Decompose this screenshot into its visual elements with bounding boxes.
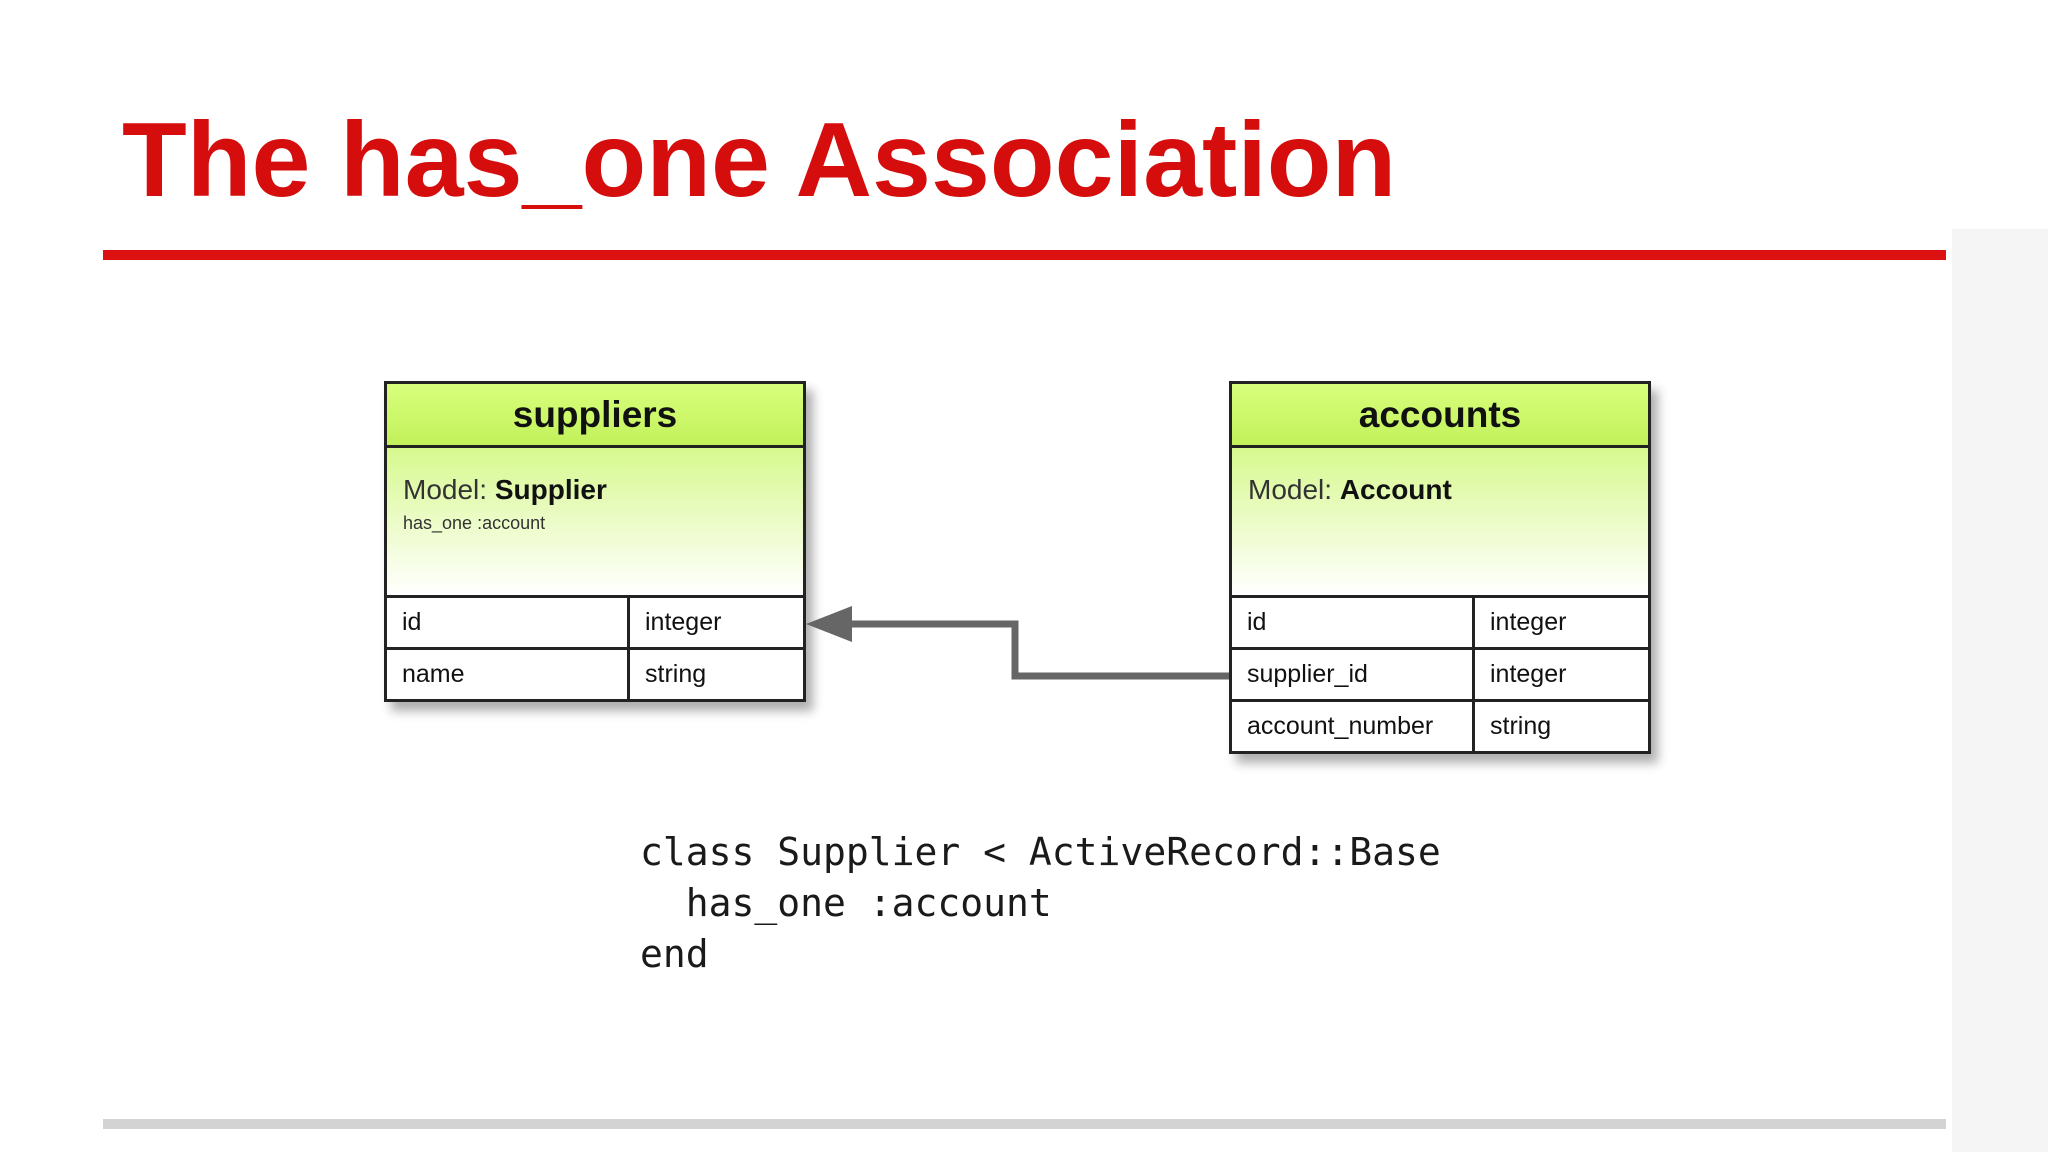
- accounts-model-section: Model: Account: [1232, 448, 1648, 598]
- suppliers-table: suppliers Model: Supplier has_one :accou…: [384, 381, 806, 702]
- column-type: string: [645, 660, 707, 688]
- association-note: has_one :account: [403, 513, 546, 533]
- model-name: Account: [1339, 474, 1452, 505]
- column-name: account_number: [1232, 702, 1475, 751]
- suppliers-model-section: Model: Supplier has_one :account: [387, 448, 803, 598]
- column-type: integer: [1490, 608, 1567, 636]
- column-type: integer: [645, 608, 722, 636]
- model-name: Supplier: [494, 474, 607, 505]
- column-row: supplier_id integer: [1232, 650, 1648, 702]
- code-line: class Supplier < ActiveRecord::Base: [640, 830, 1441, 874]
- column-row: name string: [387, 650, 803, 699]
- suppliers-model-line: Model: Supplier: [403, 473, 803, 507]
- accounts-model-line: Model: Account: [1248, 473, 1648, 507]
- model-label: Model:: [403, 474, 495, 505]
- connector-arrowhead: [806, 606, 852, 642]
- accounts-table-header: accounts: [1232, 384, 1648, 448]
- model-label: Model:: [1248, 474, 1340, 505]
- code-block: class Supplier < ActiveRecord::Base has_…: [640, 827, 1441, 980]
- code-line: has_one :account: [640, 881, 1052, 925]
- column-name: supplier_id: [1232, 650, 1475, 699]
- column-name: id: [1232, 598, 1475, 647]
- background-panel: [1952, 229, 2048, 1152]
- title-rule: [103, 250, 1946, 260]
- column-type: string: [1490, 712, 1552, 740]
- suppliers-table-header: suppliers: [387, 384, 803, 448]
- column-name: name: [387, 650, 630, 699]
- slide-title: The has_one Association: [122, 101, 1397, 219]
- bottom-rule: [103, 1119, 1946, 1129]
- column-name: id: [387, 598, 630, 647]
- connector-line: [846, 620, 1229, 680]
- column-row: account_number string: [1232, 702, 1648, 751]
- column-row: id integer: [1232, 598, 1648, 650]
- column-type: integer: [1490, 660, 1567, 688]
- code-line: end: [640, 932, 709, 976]
- accounts-table: accounts Model: Account id integer suppl…: [1229, 381, 1651, 754]
- column-row: id integer: [387, 598, 803, 650]
